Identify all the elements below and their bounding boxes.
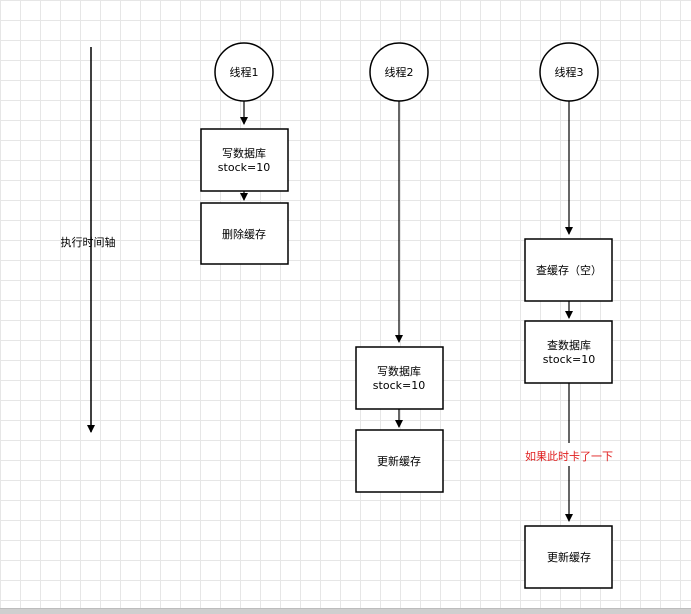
- timeline-label: 执行时间轴: [61, 235, 116, 249]
- thread-1-delete-cache-box: [200, 202, 289, 265]
- thread-3-query-db-box: [524, 320, 613, 384]
- thread-1-label: 线程1: [230, 65, 259, 79]
- thread-1-write-db-line-1: 写数据库: [222, 146, 266, 160]
- thread-3-update-cache-label: 更新缓存: [547, 550, 591, 564]
- thread-2-write-db-box: [355, 346, 444, 410]
- thread-3-query-cache-box: [524, 238, 613, 302]
- thread-2-write-db-line-2: stock=10: [373, 379, 425, 392]
- thread-2-update-cache-label: 更新缓存: [377, 454, 421, 468]
- thread-2-update-cache-box: [355, 429, 444, 493]
- thread-2-write-db-line-1: 写数据库: [377, 364, 421, 378]
- thread-3-query-db-line-1: 查数据库: [547, 338, 591, 352]
- bottom-status-bar: [0, 608, 691, 614]
- thread-1-delete-cache-label: 删除缓存: [222, 227, 266, 241]
- thread-2-label: 线程2: [385, 65, 414, 79]
- stall-annotation: 如果此时卡了一下: [525, 449, 613, 463]
- thread-3-update-cache-box: [524, 525, 613, 589]
- thread-3-query-db-line-2: stock=10: [543, 353, 595, 366]
- thread-1-write-db-line-2: stock=10: [218, 161, 270, 174]
- thread-1-write-db-box: [200, 128, 289, 192]
- thread-3-label: 线程3: [555, 65, 584, 79]
- thread-3-query-cache-label: 查缓存（空）: [536, 263, 602, 277]
